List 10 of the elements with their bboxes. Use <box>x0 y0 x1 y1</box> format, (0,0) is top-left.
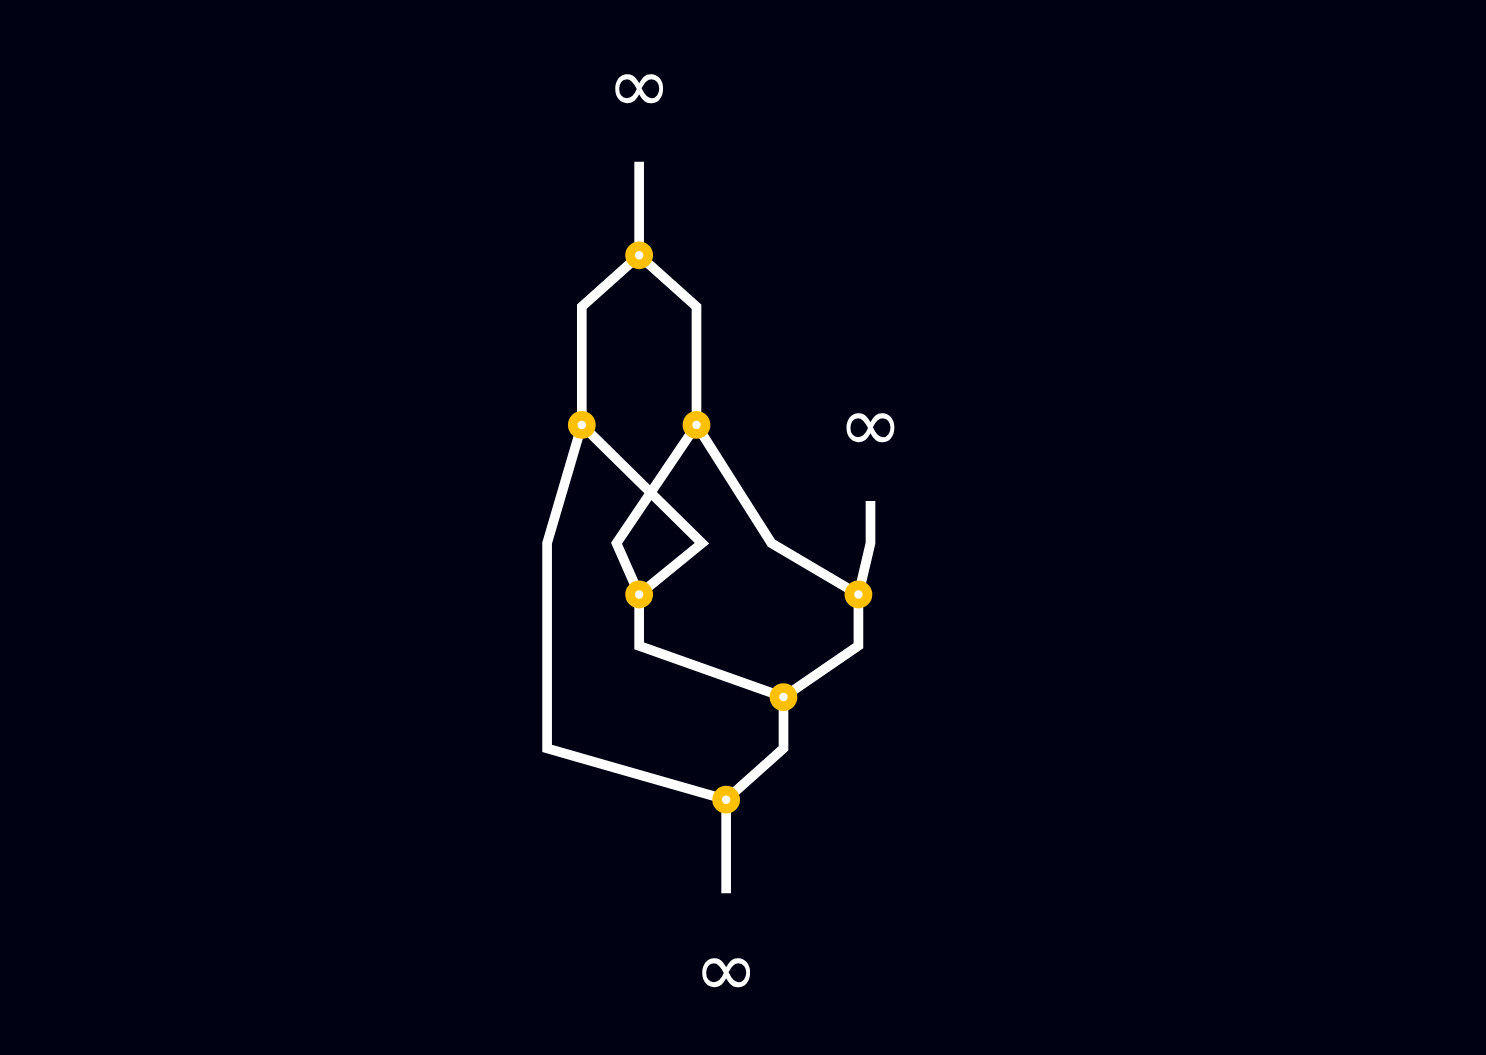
node-circle <box>844 580 873 609</box>
node-text: ∞ <box>838 380 903 470</box>
node-circle <box>625 580 654 609</box>
node-circle <box>769 683 798 711</box>
node-text: ∞ <box>606 41 672 131</box>
node-circle <box>567 411 596 439</box>
node-circle <box>682 411 711 439</box>
node-circle <box>712 785 741 814</box>
node-circle <box>625 241 654 270</box>
node-text: ∞ <box>693 924 759 1014</box>
